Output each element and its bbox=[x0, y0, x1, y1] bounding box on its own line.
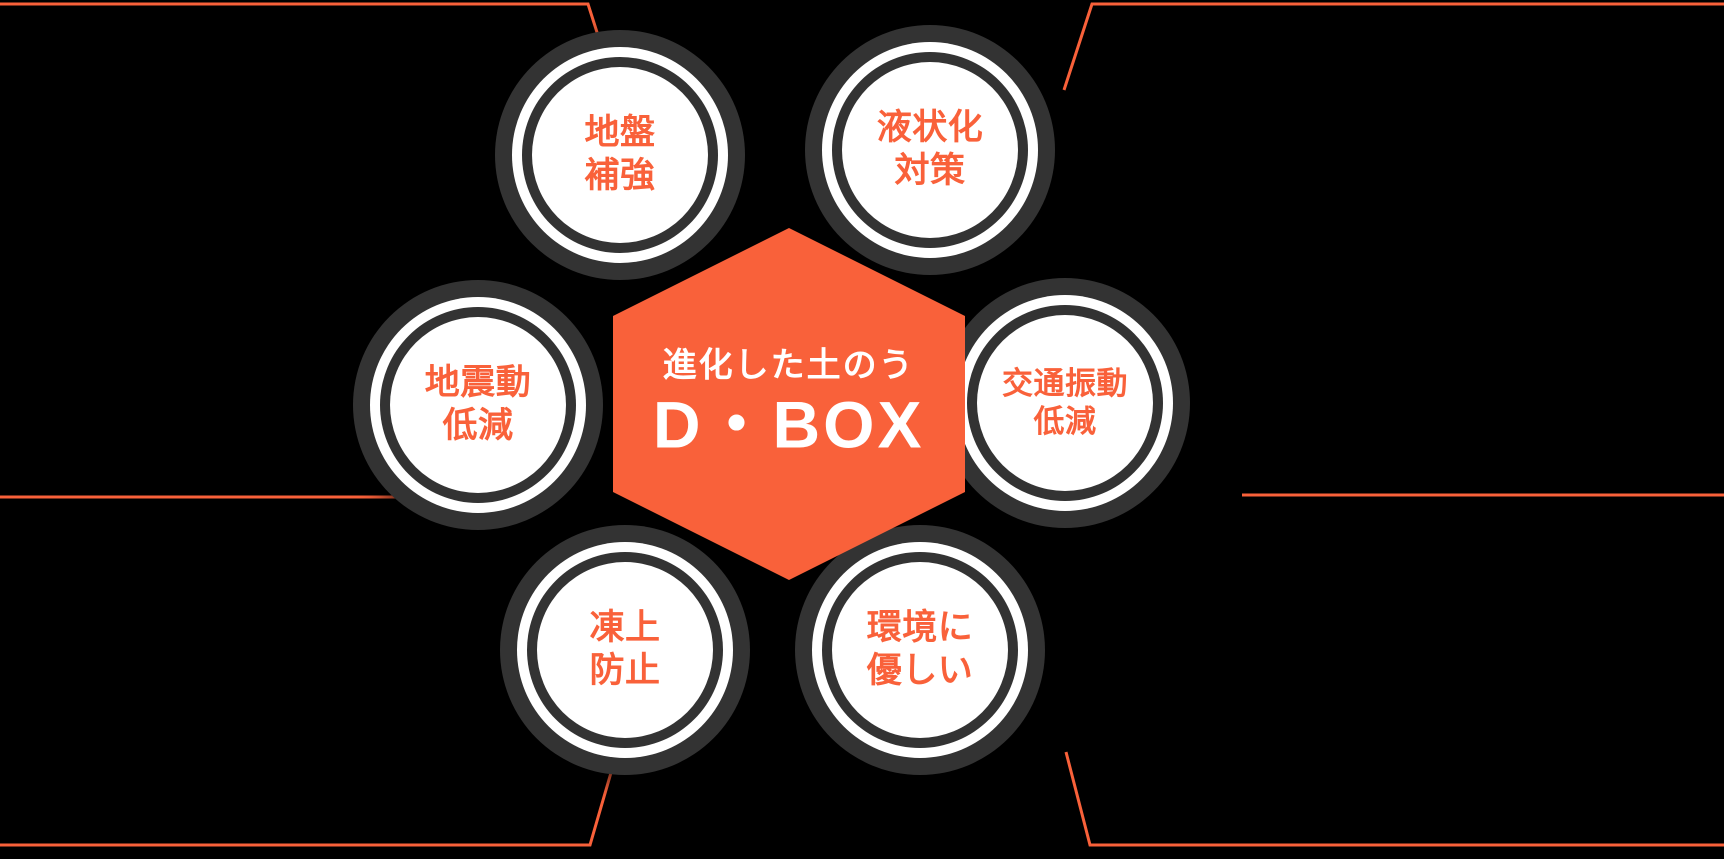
center-subtitle: 進化した土のう bbox=[663, 346, 915, 385]
node-dark-ring: 地震動 低減 bbox=[380, 307, 576, 503]
node-dark-ring: 交通振動 低減 bbox=[967, 305, 1163, 501]
node-label: 液状化 対策 bbox=[877, 107, 984, 192]
node-label-line1: 凍上 bbox=[589, 608, 661, 648]
node-label: 地盤 補強 bbox=[584, 112, 655, 197]
node-label-line1: 環境に bbox=[866, 608, 974, 648]
node-label-line1: 液状化 bbox=[876, 108, 984, 148]
node-label: 地震動 低減 bbox=[425, 362, 532, 447]
node-core: 地震動 低減 bbox=[390, 317, 566, 493]
connector-bottom-right bbox=[1064, 751, 1724, 847]
node-white-ring: 液状化 対策 bbox=[822, 42, 1038, 258]
node-dark-ring: 環境に 優しい bbox=[822, 552, 1018, 748]
node-label-line1: 交通振動 bbox=[1002, 366, 1128, 402]
connector-top-right bbox=[1062, 2, 1724, 91]
node-core: 凍上 防止 bbox=[537, 562, 713, 738]
node-dark-ring: 地盤 補強 bbox=[522, 57, 718, 253]
node-label-line1: 地震動 bbox=[424, 363, 532, 403]
node-label-line1: 地盤 bbox=[584, 113, 656, 153]
center-title: D・BOX bbox=[653, 388, 925, 463]
node-label: 交通振動 低減 bbox=[1002, 365, 1128, 441]
node-label: 凍上 防止 bbox=[589, 607, 660, 692]
node-dark-ring: 凍上 防止 bbox=[527, 552, 723, 748]
node-label-line2: 補強 bbox=[584, 156, 656, 195]
node-label-line2: 低減 bbox=[1033, 404, 1097, 439]
node-white-ring: 環境に 優しい bbox=[812, 542, 1028, 758]
node-seismic-motion-reduction[interactable]: 地震動 低減 bbox=[353, 280, 603, 530]
node-frost-heave-prevention[interactable]: 凍上 防止 bbox=[500, 525, 750, 775]
center-hexagon-content: 進化した土のう D・BOX bbox=[619, 348, 959, 461]
node-white-ring: 地盤 補強 bbox=[512, 47, 728, 263]
node-core: 地盤 補強 bbox=[532, 67, 708, 243]
node-dark-ring: 液状化 対策 bbox=[832, 52, 1028, 248]
node-liquefaction-measures[interactable]: 液状化 対策 bbox=[805, 25, 1055, 275]
connector-bottom-left bbox=[0, 751, 619, 847]
node-label-line2: 優しい bbox=[866, 651, 974, 690]
node-label-line2: 対策 bbox=[894, 151, 966, 190]
node-label-line2: 防止 bbox=[589, 651, 661, 690]
node-ground-reinforcement[interactable]: 地盤 補強 bbox=[495, 30, 745, 280]
node-white-ring: 凍上 防止 bbox=[517, 542, 733, 758]
node-white-ring: 交通振動 低減 bbox=[957, 295, 1173, 511]
node-core: 液状化 対策 bbox=[842, 62, 1018, 238]
node-white-ring: 地震動 低減 bbox=[370, 297, 586, 513]
node-traffic-vibration-reduction[interactable]: 交通振動 低減 bbox=[940, 278, 1190, 528]
node-label-line2: 低減 bbox=[442, 406, 514, 445]
node-label: 環境に 優しい bbox=[867, 607, 974, 692]
node-core: 環境に 優しい bbox=[832, 562, 1008, 738]
node-environmentally-friendly[interactable]: 環境に 優しい bbox=[795, 525, 1045, 775]
node-core: 交通振動 低減 bbox=[977, 315, 1153, 491]
